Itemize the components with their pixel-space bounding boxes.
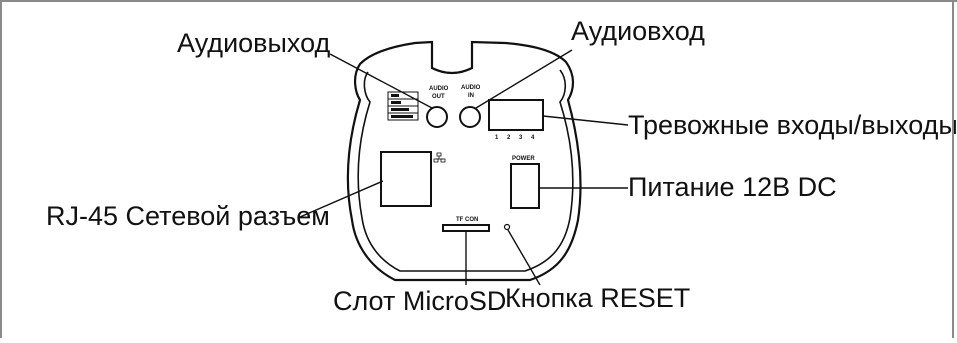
callout-reset: Кнопка RESET xyxy=(505,283,690,313)
frame-left-edge xyxy=(0,0,2,338)
callout-power: Питание 12В DC xyxy=(628,172,837,202)
leader-audio-out xyxy=(329,53,433,109)
alarm-terminal-block xyxy=(488,99,544,131)
power-label: POWER xyxy=(512,156,535,162)
callout-audio-in: Аудиовход xyxy=(571,16,705,46)
alarm-pin-4: 4 xyxy=(531,135,535,141)
leader-reset xyxy=(507,229,541,286)
frame-right-edge xyxy=(952,0,954,338)
camera-body-outline xyxy=(346,40,582,282)
alarm-pin-2: 2 xyxy=(507,135,511,141)
network-icon xyxy=(433,152,446,163)
alarm-pin-1: 1 xyxy=(495,135,499,141)
leader-rj45 xyxy=(299,180,384,218)
audio-out-label-bottom: OUT xyxy=(432,94,445,100)
callout-rj45: RJ-45 Сетевой разъем xyxy=(46,201,330,231)
audio-out-jack xyxy=(426,106,448,128)
audio-in-label-top: AUDIO xyxy=(461,85,481,91)
callout-microsd: Слот MicroSD xyxy=(333,286,506,316)
audio-in-label-bottom: IN xyxy=(468,93,474,99)
camera-body-inner-contour xyxy=(357,69,574,272)
top-notch xyxy=(431,42,473,74)
tf-slot-label: TF CON xyxy=(456,217,478,223)
power-connector xyxy=(510,163,540,209)
microsd-slot xyxy=(442,224,490,232)
audio-in-jack xyxy=(459,106,481,128)
audio-out-label-top: AUDIO xyxy=(429,86,449,92)
spec-label-block xyxy=(387,91,419,121)
reset-button-hole xyxy=(503,223,511,231)
leader-alarm xyxy=(542,115,629,126)
callout-audio-out: Аудиовыход xyxy=(177,28,331,58)
frame-top-edge xyxy=(0,0,957,2)
rj45-port xyxy=(380,151,432,207)
alarm-pin-3: 3 xyxy=(519,135,523,141)
leader-audio-in xyxy=(475,49,573,109)
callout-alarm-io: Тревожные входы/выходы xyxy=(628,110,957,140)
